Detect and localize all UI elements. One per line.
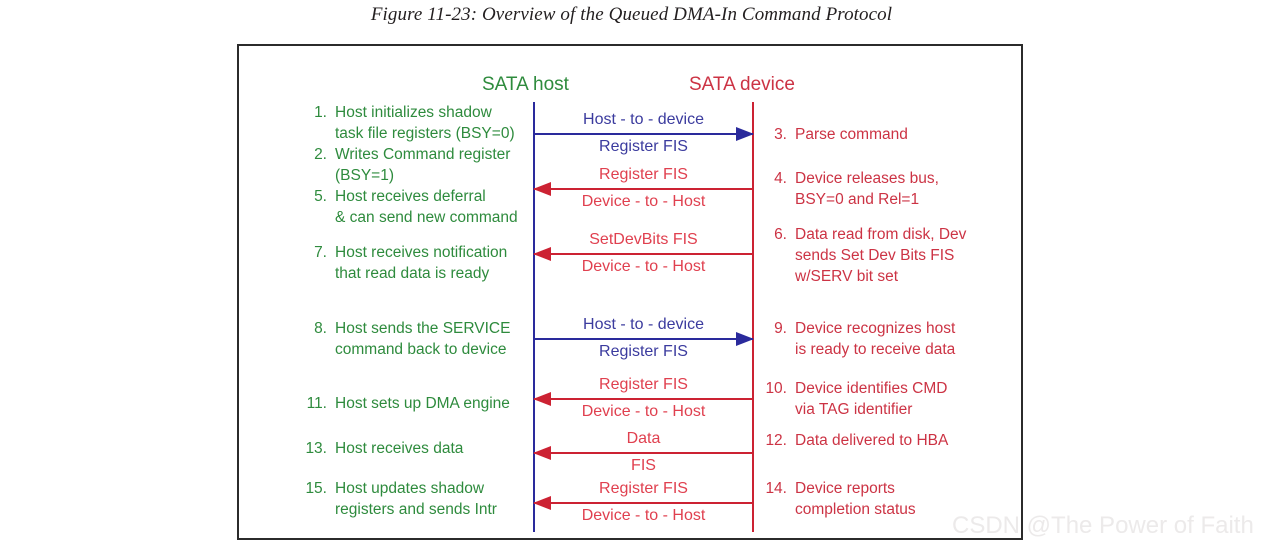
arrow-head-icon [736, 127, 754, 141]
message-label-bottom: FIS [631, 457, 656, 474]
message-label-top: Register FIS [599, 480, 688, 497]
step-text: Parse command [795, 126, 908, 143]
step-number: 12. [765, 432, 787, 449]
step-text: Host sets up DMA engine [335, 395, 510, 412]
message-line [534, 398, 753, 400]
step-number: 3. [774, 126, 787, 143]
lifeline-device [752, 102, 754, 532]
step-number: 11. [306, 395, 327, 412]
message-label-bottom: Register FIS [599, 343, 688, 360]
step-number: 7. [314, 244, 327, 261]
message-line [534, 188, 753, 190]
device-step-10: 10. Device identifies CMD via TAG identif… [761, 378, 1011, 420]
step-text: Data read from disk, Dev sends Set Dev B… [795, 226, 967, 285]
message-label-top: SetDevBits FIS [589, 231, 698, 248]
device-step-9: 9. Device recognizes host is ready to rec… [761, 318, 1011, 360]
step-number: 15. [305, 480, 327, 497]
message-line [534, 502, 753, 504]
device-step-4: 4. Device releases bus, BSY=0 and Rel=1 [761, 168, 1011, 210]
host-step-11: 11. Host sets up DMA engine [301, 393, 526, 414]
diagram-canvas: SATA host SATA device 1. Host initializes… [239, 46, 1025, 542]
step-text: Host sends the SERVICE command back to d… [335, 320, 511, 358]
host-step-13: 13. Host receives data [301, 438, 526, 459]
message-label-bottom: Register FIS [599, 138, 688, 155]
arrow-head-icon [736, 332, 754, 346]
arrow-head-icon [533, 247, 551, 261]
arrow-head-icon [533, 446, 551, 460]
message-label-top: Register FIS [599, 166, 688, 183]
step-text: Host updates shadow registers and sends … [335, 480, 497, 518]
lifeline-host [533, 102, 535, 532]
arrow-head-icon [533, 496, 551, 510]
message-label-bottom: Device - to - Host [581, 403, 706, 420]
diagram-frame: SATA host SATA device 1. Host initializes… [237, 44, 1023, 540]
host-step-7: 7. Host receives notification that read d… [301, 242, 526, 284]
step-number: 4. [774, 170, 787, 187]
step-number: 1. [314, 104, 327, 121]
message-line [534, 133, 753, 135]
host-step-15: 15. Host updates shadow registers and sen… [301, 478, 526, 520]
step-number: 8. [314, 320, 327, 337]
device-step-12: 12. Data delivered to HBA [761, 430, 1011, 451]
step-number: 9. [774, 320, 787, 337]
message-label-bottom: Device - to - Host [581, 258, 706, 275]
message-label-bottom: Device - to - Host [581, 507, 706, 524]
host-step-5: 5. Host receives deferral & can send new … [301, 186, 526, 228]
message-label-top: Register FIS [599, 376, 688, 393]
message-label-bottom: Device - to - Host [581, 193, 706, 210]
step-text: Host receives deferral & can send new co… [335, 188, 518, 226]
message-line [534, 253, 753, 255]
device-step-6: 6. Data read from disk, Dev sends Set Dev… [761, 224, 1011, 287]
step-number: 5. [314, 188, 327, 205]
message-label-top: Data [626, 430, 661, 447]
step-number: 2. [314, 146, 327, 163]
lane-header-host: SATA host [482, 74, 569, 95]
host-step-2: 2. Writes Command register (BSY=1) [301, 144, 526, 186]
step-number: 6. [774, 226, 787, 243]
step-text: Device reports completion status [795, 480, 916, 518]
figure-caption: Figure 11-23: Overview of the Queued DMA… [370, 4, 893, 25]
arrow-head-icon [533, 182, 551, 196]
step-text: Host receives data [335, 440, 464, 457]
step-number: 13. [305, 440, 327, 457]
device-step-3: 3. Parse command [761, 124, 1011, 145]
message-line [534, 452, 753, 454]
device-step-14: 14. Device reports completion status [761, 478, 1011, 520]
step-text: Device releases bus, BSY=0 and Rel=1 [795, 170, 939, 208]
step-text: Data delivered to HBA [795, 432, 949, 449]
step-number: 14. [765, 480, 787, 497]
step-text: Device identifies CMD via TAG identifier [795, 380, 948, 418]
message-label-top: Host - to - device [583, 111, 704, 128]
step-text: Writes Command register (BSY=1) [335, 146, 511, 184]
arrow-head-icon [533, 392, 551, 406]
lane-header-device: SATA device [689, 74, 795, 95]
step-text: Host initializes shadow task file regist… [335, 104, 515, 142]
message-label-top: Host - to - device [583, 316, 704, 333]
message-line [534, 338, 753, 340]
step-text: Device recognizes host is ready to recei… [795, 320, 956, 358]
host-step-8: 8. Host sends the SERVICE command back to… [301, 318, 526, 360]
step-text: Host receives notification that read dat… [335, 244, 508, 282]
host-step-1: 1. Host initializes shadow task file regi… [301, 102, 526, 144]
step-number: 10. [765, 380, 787, 397]
